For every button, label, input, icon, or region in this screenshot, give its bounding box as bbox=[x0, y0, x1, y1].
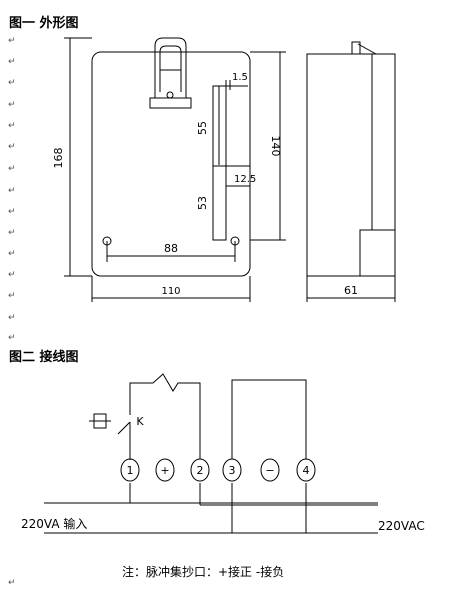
return-mark: ↵ bbox=[8, 207, 16, 217]
return-mark: ↵ bbox=[8, 249, 16, 259]
right-supply-label: 220VAC bbox=[378, 519, 425, 533]
return-mark: ↵ bbox=[8, 142, 16, 152]
return-mark: ↵ bbox=[8, 57, 16, 67]
return-mark: ↵ bbox=[8, 578, 16, 588]
terminal-4 bbox=[296, 458, 316, 482]
figure-2-heading: 图二 接线图 bbox=[9, 350, 79, 365]
dim-140: 140 bbox=[269, 136, 282, 157]
side-body bbox=[306, 53, 396, 277]
terminal-label-plus: + bbox=[160, 464, 169, 477]
dim-88: 88 bbox=[164, 242, 178, 255]
return-mark: ↵ bbox=[8, 121, 16, 131]
figure-1-heading: 图一 外形图 bbox=[9, 16, 79, 31]
dim-1-5: 1.5 bbox=[232, 72, 248, 83]
hanging-bracket bbox=[154, 37, 187, 99]
dim-110: 110 bbox=[161, 286, 180, 297]
relay-label: K bbox=[136, 415, 144, 428]
front-body bbox=[91, 51, 251, 277]
terminal-3 bbox=[222, 458, 242, 482]
dim-12-5: 12.5 bbox=[234, 174, 256, 185]
return-mark: ↵ bbox=[8, 313, 16, 323]
return-mark: ↵ bbox=[8, 164, 16, 174]
terminal-label-2: 2 bbox=[197, 464, 204, 477]
terminal-2 bbox=[190, 458, 210, 482]
return-mark: ↵ bbox=[8, 186, 16, 196]
return-mark: ↵ bbox=[8, 100, 16, 110]
return-mark: ↵ bbox=[8, 78, 16, 88]
return-mark: ↵ bbox=[8, 270, 16, 280]
return-mark: ↵ bbox=[8, 333, 16, 343]
terminal-label-4: 4 bbox=[303, 464, 310, 477]
return-mark: ↵ bbox=[8, 36, 16, 46]
terminal-plus bbox=[155, 458, 175, 482]
left-supply-label: 220VA 输入 bbox=[21, 516, 87, 531]
dim-55: 55 bbox=[196, 121, 209, 135]
return-mark: ↵ bbox=[8, 291, 16, 301]
pulse-port-note: 注：脉冲集抄口：+接正 -接负 bbox=[122, 565, 285, 579]
terminal-1 bbox=[120, 458, 140, 482]
terminal-label-3: 3 bbox=[229, 464, 236, 477]
dim-53: 53 bbox=[196, 196, 209, 210]
terminal-minus bbox=[260, 458, 280, 482]
dim-168: 168 bbox=[52, 148, 65, 169]
dim-61: 61 bbox=[344, 284, 358, 297]
return-mark: ↵ bbox=[8, 228, 16, 238]
terminal-label-minus: − bbox=[265, 464, 274, 477]
terminal-label-1: 1 bbox=[127, 464, 134, 477]
